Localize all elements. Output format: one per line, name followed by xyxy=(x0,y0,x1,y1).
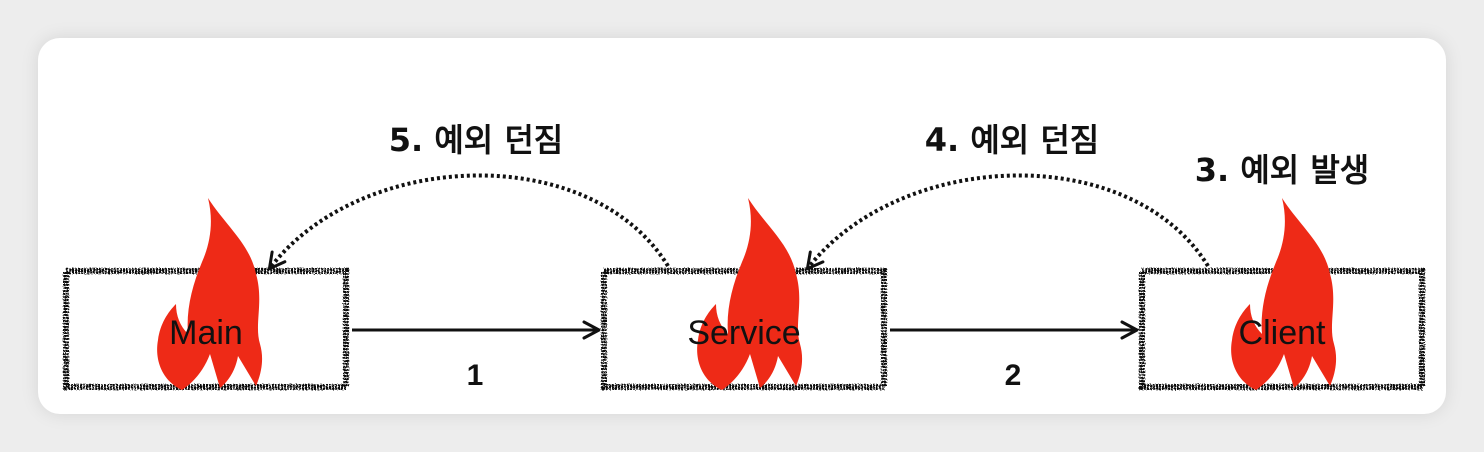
service-label: Service xyxy=(687,314,800,352)
fire-icon xyxy=(157,198,263,390)
step-label-client-occurs: 3. 예외 발생 xyxy=(1195,151,1369,189)
fire-icon xyxy=(697,198,803,390)
throw-arrow-service-to-main xyxy=(267,173,670,271)
call-number-2: 2 xyxy=(1005,359,1022,392)
call-number-1: 1 xyxy=(467,359,484,392)
main-label: Main xyxy=(169,314,243,352)
client-label: Client xyxy=(1239,314,1326,352)
step-label-service-throws: 4. 예외 던짐 xyxy=(925,121,1099,159)
fire-icon xyxy=(1231,198,1337,390)
throw-arrow-client-to-service xyxy=(805,173,1210,271)
step-label-main-throws: 5. 예외 던짐 xyxy=(389,121,563,159)
